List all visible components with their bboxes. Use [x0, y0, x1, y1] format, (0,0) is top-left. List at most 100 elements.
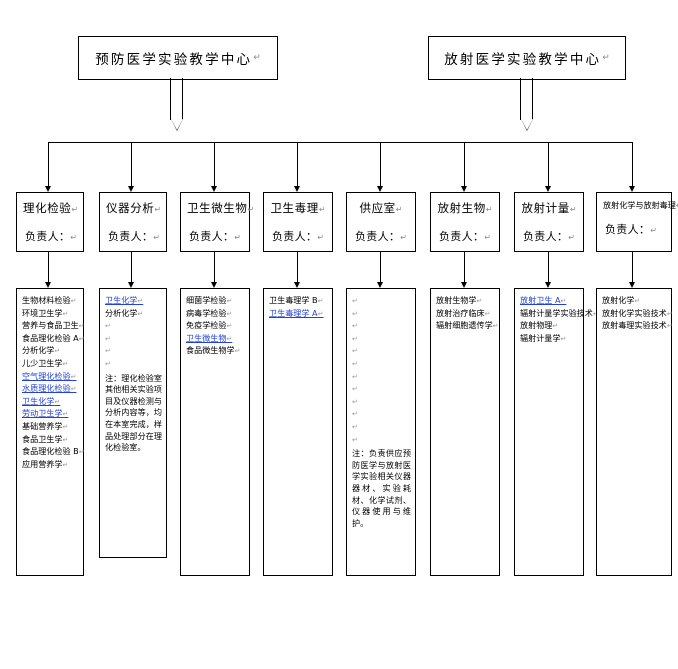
unit-title: 卫生毒理↵	[270, 201, 326, 215]
paragraph-mark-icon: ↵	[137, 297, 144, 305]
paragraph-mark-icon: ↵	[78, 334, 85, 343]
paragraph-mark-icon: ↵	[78, 322, 85, 331]
detail-box-hygiene-microbiology[interactable]: 细菌学检验↵病毒学检验↵免疫学检验↵卫生微生物↵食品微生物学↵	[180, 288, 250, 576]
unit-title: 卫生微生物↵	[187, 201, 255, 215]
unit-box-radiation-biology[interactable]: 放射生物↵ 负责人：↵	[430, 192, 500, 252]
detail-line: ↵	[352, 345, 411, 358]
unit-head-label: 负责人：↵	[523, 230, 575, 243]
connector-drop-3	[214, 142, 215, 186]
unit-head-label: 负责人：↵	[272, 230, 324, 243]
root-box-radiation-medicine[interactable]: 放射医学实验教学中心↵	[428, 36, 626, 80]
unit-box-radiochemistry-radiotoxicology[interactable]: 放射化学与放射毒理↵ 负责人：↵	[596, 192, 678, 252]
detail-line: 辐射计量学↵	[520, 332, 567, 343]
unit-box-physicochemical-testing[interactable]: 理化检验↵ 负责人：↵	[16, 192, 84, 252]
detail-line: 生物材料检验↵	[22, 295, 77, 305]
arrow-head-icon	[44, 282, 51, 288]
paragraph-mark-icon: ↵	[70, 385, 77, 394]
paragraph-mark-icon: ↵	[234, 347, 241, 356]
detail-box-radiation-biology[interactable]: 放射生物学↵放射治疗临床↵辐射细胞遗传学↵	[430, 288, 500, 576]
unit-box-hygiene-toxicology[interactable]: 卫生毒理↵ 负责人：↵	[263, 192, 333, 252]
detail-line: ↵	[352, 358, 411, 371]
detail-line: 卫生微生物↵	[186, 332, 233, 343]
detail-box-hygiene-toxicology[interactable]: 卫生毒理学 B↵卫生毒理学 A↵	[263, 288, 333, 576]
detail-box-radiochemistry-radiotoxicology[interactable]: 放射化学↵放射化学实验技术↵放射毒理实验技术↵	[596, 288, 673, 576]
detail-line: 放射化学实验技术↵	[602, 307, 673, 318]
connector-unit-to-detail-7	[548, 252, 549, 282]
detail-line: ↵	[352, 421, 411, 434]
detail-line: 免疫学检验↵	[186, 320, 233, 331]
detail-box-radiation-dosimetry[interactable]: 放射卫生 A↵辐射计量学实验技术↵放射物理↵辐射计量学↵	[514, 288, 599, 576]
unit-box-supply-room[interactable]: 供应室↵ 负责人：↵	[346, 192, 416, 252]
unit-head-label: 负责人：↵	[605, 223, 657, 236]
arrow-head-icon	[376, 186, 383, 192]
detail-line: ↵	[352, 308, 411, 321]
unit-title: 供应室↵	[359, 201, 403, 215]
paragraph-mark-icon: ↵	[352, 435, 358, 444]
detail-line: 卫生化学↵	[22, 395, 61, 406]
paragraph-mark-icon: ↵	[226, 309, 233, 318]
arrow-head-icon	[544, 282, 551, 288]
unit-head-label: 负责人：↵	[189, 230, 241, 243]
paragraph-mark-icon: ↵	[105, 359, 111, 368]
arrow-head-icon	[293, 186, 300, 192]
paragraph-mark-icon: ↵	[352, 322, 358, 331]
detail-line: 卫生毒理学 A↵	[269, 307, 324, 318]
unit-head-label: 负责人：↵	[25, 230, 77, 243]
detail-line: ↵	[352, 371, 411, 384]
connector-drop-8	[632, 142, 633, 186]
detail-line: ↵	[105, 333, 162, 346]
connector-arrow-radiation-to-bus	[520, 78, 533, 132]
root-box-preventive-medicine[interactable]: 预防医学实验教学中心↵	[78, 36, 278, 80]
detail-line: 分析化学↵	[22, 345, 61, 356]
paragraph-mark-icon: ↵	[137, 309, 144, 318]
detail-line: 放射物理↵	[520, 320, 559, 331]
detail-line: ↵	[352, 295, 411, 308]
detail-line: 病毒学检验↵	[186, 307, 233, 318]
unit-box-instrument-analysis[interactable]: 仪器分析↵ 负责人：↵	[99, 192, 167, 252]
arrow-head-icon	[544, 186, 551, 192]
paragraph-mark-icon: ↵	[54, 347, 61, 356]
detail-line: ↵	[105, 358, 162, 371]
arrow-head-icon	[460, 282, 467, 288]
paragraph-mark-icon: ↵	[476, 297, 483, 305]
paragraph-mark-icon: ↵	[70, 297, 77, 305]
connector-unit-to-detail-3	[214, 252, 215, 282]
detail-box-physicochemical-testing[interactable]: 生物材料检验↵环境卫生学↵营养与食品卫生↵食品理化检验 A↵分析化学↵儿少卫生学…	[16, 288, 85, 576]
paragraph-mark-icon: ↵	[352, 397, 358, 406]
paragraph-mark-icon: ↵	[317, 309, 324, 318]
detail-line: ↵	[105, 345, 162, 358]
detail-line: 基础营养学↵	[22, 420, 69, 431]
detail-box-supply-room[interactable]: ↵↵↵↵↵↵↵↵↵↵↵↵注：负责供应预防医学与放射医学实验相关仪器器材、实验耗材…	[346, 288, 416, 576]
detail-line: 分析化学↵	[105, 307, 144, 318]
detail-line: ↵	[352, 396, 411, 409]
detail-line: 儿少卫生学↵	[22, 357, 69, 368]
paragraph-mark-icon: ↵	[317, 297, 324, 305]
connector-drop-5	[380, 142, 381, 186]
detail-line: 细菌学检验↵	[186, 295, 233, 305]
detail-line: 环境卫生学↵	[22, 307, 69, 318]
paragraph-mark-icon: ↵	[62, 410, 69, 419]
paragraph-mark-icon: ↵	[352, 309, 358, 318]
detail-line: ↵	[352, 434, 411, 447]
detail-line: 水质理化检验↵	[22, 383, 77, 394]
unit-title: 理化检验↵	[23, 201, 79, 215]
connector-unit-to-detail-1	[48, 252, 49, 282]
detail-note: 注：理化检验室其他相关实验项目及仪器检测与分析内容等，均在本室完成，样品处理部分…	[105, 372, 162, 453]
connector-unit-to-detail-8	[632, 252, 633, 282]
paragraph-mark-icon: ↵	[352, 297, 358, 305]
detail-line: 应用营养学↵	[22, 458, 69, 469]
unit-title: 放射化学与放射毒理↵	[603, 200, 678, 210]
paragraph-mark-icon: ↵	[352, 422, 358, 431]
paragraph-mark-icon: ↵	[62, 435, 69, 444]
arrow-head-icon	[127, 186, 134, 192]
paragraph-mark-icon: ↵	[560, 334, 567, 343]
unit-box-hygiene-microbiology[interactable]: 卫生微生物↵ 负责人：↵	[180, 192, 255, 252]
paragraph-mark-icon: ↵	[352, 334, 358, 343]
root-title-preventive-medicine: 预防医学实验教学中心	[95, 52, 253, 68]
paragraph-mark-icon: ↵	[552, 322, 559, 331]
unit-box-radiation-dosimetry[interactable]: 放射计量↵ 负责人：↵	[514, 192, 584, 252]
arrow-head-icon	[127, 282, 134, 288]
paragraph-mark-icon: ↵	[226, 322, 233, 331]
connector-drop-4	[297, 142, 298, 186]
detail-box-instrument-analysis[interactable]: 卫生化学↵分析化学↵↵↵↵↵注：理化检验室其他相关实验项目及仪器检测与分析内容等…	[99, 288, 167, 558]
